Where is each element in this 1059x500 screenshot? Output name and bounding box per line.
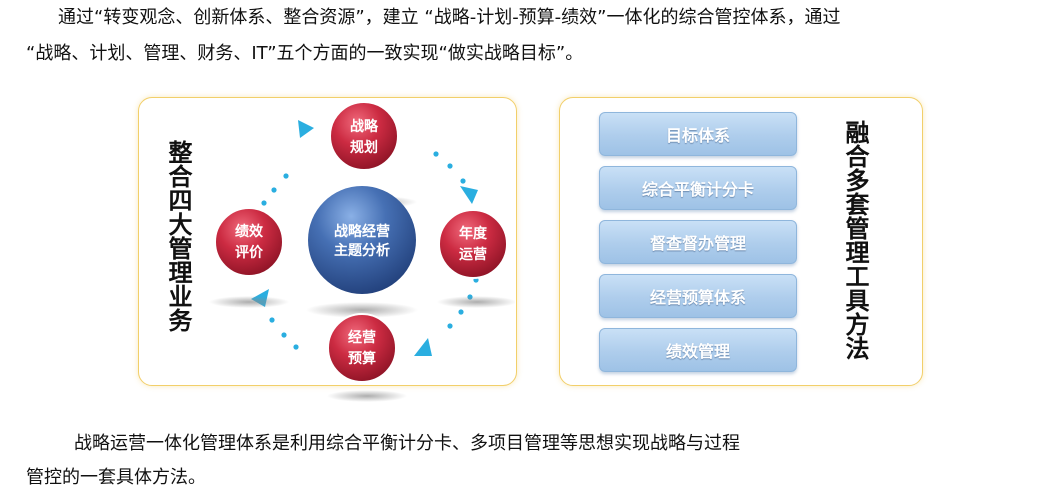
node-bottom-line-2: 预算 bbox=[348, 350, 376, 367]
tool-item: 经营预算体系 bbox=[599, 274, 797, 318]
center-node-strategy-analysis: 战略经营 主题分析 bbox=[308, 186, 416, 294]
summary-paragraph-line-2: 管控的一套具体方法。 bbox=[26, 467, 206, 488]
center-node-line-2: 主题分析 bbox=[334, 242, 390, 259]
intro-paragraph-line-2: “战略、计划、管理、财务、IT”五个方面的一致实现“做实战略目标”。 bbox=[26, 43, 584, 64]
intro-paragraph-line-1: 通过“转变观念、创新体系、整合资源”，建立 “战略-计划-预算-绩效”一体化的综… bbox=[58, 7, 841, 28]
node-performance-evaluation: 绩效 评价 bbox=[214, 207, 284, 277]
node-right-line-2: 运营 bbox=[459, 246, 487, 263]
management-cycle-diagram: 战略经营 主题分析 战略 规划 年度 运营 经营 预算 绩效 评价 bbox=[209, 101, 515, 402]
tool-item: 综合平衡计分卡 bbox=[599, 166, 797, 210]
node-right-line-1: 年度 bbox=[459, 225, 488, 242]
node-business-budget: 经营 预算 bbox=[327, 313, 397, 383]
tool-item: 督查督办管理 bbox=[599, 220, 797, 264]
tool-item: 目标体系 bbox=[599, 112, 797, 156]
node-strategy-planning: 战略 规划 bbox=[329, 101, 399, 171]
center-node-line-1: 战略经营 bbox=[334, 223, 390, 240]
node-top-line-1: 战略 bbox=[350, 118, 379, 135]
node-annual-operation: 年度 运营 bbox=[438, 209, 508, 279]
node-left-line-2: 评价 bbox=[235, 245, 264, 261]
cycle-arrows bbox=[251, 120, 479, 356]
management-tools-title: 融合多套管理工具方法 bbox=[841, 120, 869, 360]
node-top-line-2: 规划 bbox=[350, 139, 378, 156]
business-integration-title: 整合四大管理业务 bbox=[164, 140, 192, 332]
summary-paragraph-line-1: 战略运营一体化管理体系是利用综合平衡计分卡、多项目管理等思想实现战略与过程 bbox=[74, 433, 740, 454]
node-bottom-line-1: 经营 bbox=[348, 329, 376, 346]
tool-item: 绩效管理 bbox=[599, 328, 797, 372]
node-left-line-1: 绩效 bbox=[235, 223, 264, 240]
